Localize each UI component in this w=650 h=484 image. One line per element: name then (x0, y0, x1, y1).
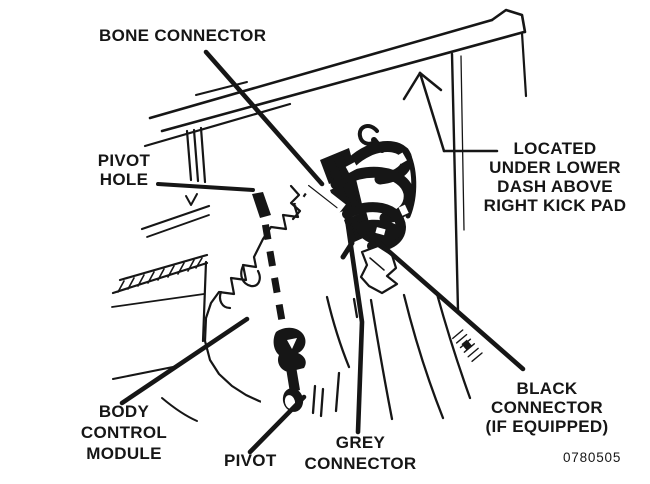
pivot-assembly (260, 327, 306, 417)
label-pivot-hole: PIVOT HOLE (97, 151, 151, 189)
grey-connector-leader (343, 209, 365, 435)
pivot-hole-leader (156, 182, 255, 192)
label-grey-connector: GREY CONNECTOR (304, 433, 417, 473)
bcm-bracket-outline (203, 184, 313, 406)
pivot-leader (247, 394, 307, 455)
sill-hatched-strip (111, 253, 209, 308)
label-bone-connector: BONE CONNECTOR (99, 26, 267, 45)
label-located-note: LOCATED UNDER LOWER DASH ABOVE RIGHT KIC… (483, 139, 627, 215)
a-pillar-lines (450, 31, 528, 313)
kick-pad-curves (112, 292, 472, 422)
bcm-leader (119, 316, 250, 406)
wiring-harness (320, 124, 417, 260)
pivot-hole-ring (252, 183, 271, 218)
label-black-connector: BLACK CONNECTOR (IF EQUIPPED) (485, 379, 609, 436)
located-arrow (402, 71, 499, 153)
bone-connector-part (289, 176, 346, 221)
black-connector-part (449, 326, 486, 366)
bone-connector-leader (203, 49, 325, 187)
label-body-control-module: BODY CONTROL MODULE (80, 402, 168, 463)
lower-dash-beam (143, 8, 527, 148)
figure-number: 0780505 (563, 450, 622, 465)
leader-lines (119, 49, 526, 455)
cowl-channel-lines (140, 126, 211, 343)
black-connector-leader (365, 230, 526, 372)
label-pivot: PIVOT (224, 451, 277, 470)
